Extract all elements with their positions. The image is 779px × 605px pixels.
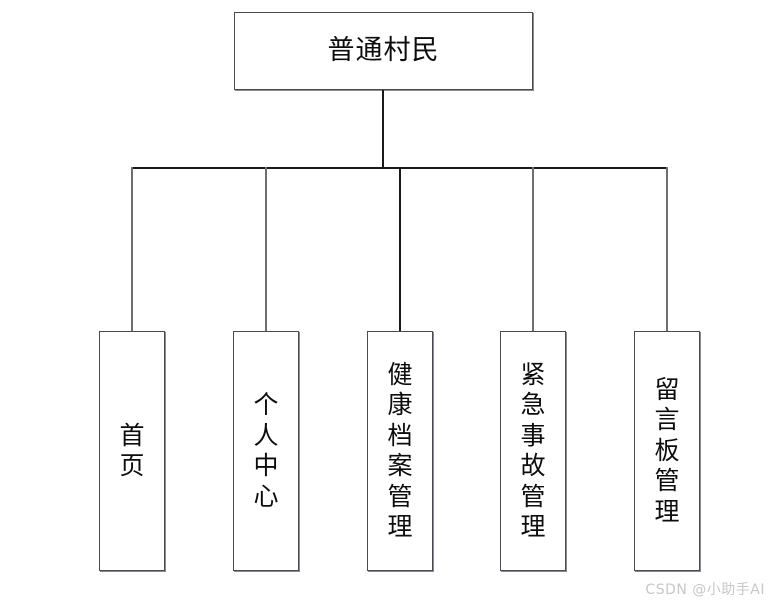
node-child-message-board-management-label: 留言板管理 [654,374,680,526]
node-child-homepage[interactable]: 首页 [99,331,165,571]
connector-drop-5 [666,167,668,331]
node-child-homepage-label: 首页 [119,420,145,481]
node-child-health-records-management-label: 健康档案管理 [387,359,413,542]
node-root-ordinary-villager[interactable]: 普通村民 [234,12,533,90]
node-child-personal-center[interactable]: 个人中心 [233,331,299,571]
node-child-personal-center-label: 个人中心 [253,390,279,511]
node-child-emergency-accident-management[interactable]: 紧急事故管理 [500,331,566,571]
connector-root-stem [382,90,384,168]
csdn-watermark: CSDN @小助手AI [645,582,765,598]
node-child-message-board-management[interactable]: 留言板管理 [634,331,700,571]
node-child-emergency-accident-management-label: 紧急事故管理 [520,359,546,542]
connector-drop-3 [399,167,401,333]
node-root-label: 普通村民 [327,35,440,67]
connector-drop-1 [131,167,133,331]
node-child-health-records-management[interactable]: 健康档案管理 [367,331,433,571]
connector-drop-4 [532,167,534,333]
connector-drop-2 [265,167,267,331]
